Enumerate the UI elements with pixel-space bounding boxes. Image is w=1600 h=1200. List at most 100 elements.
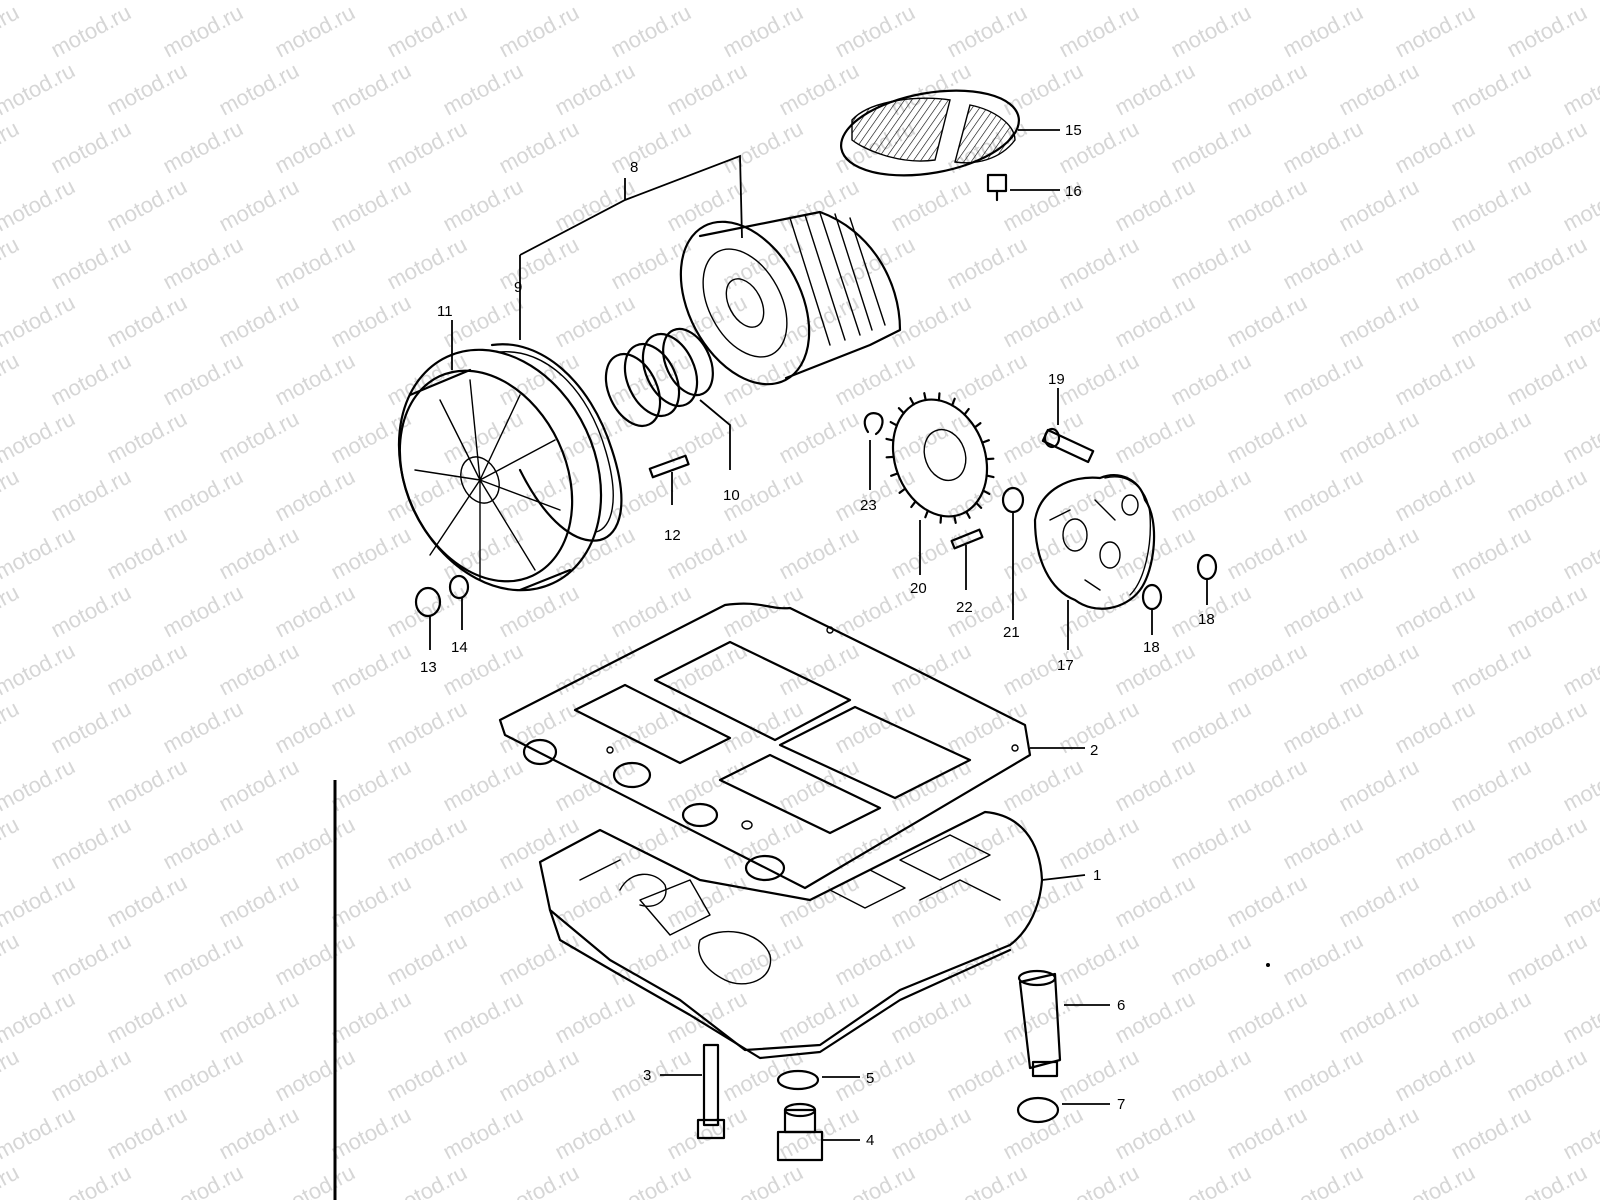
watermark-text: motod.ru (0, 870, 79, 933)
watermark-text: motod.ru (0, 986, 79, 1049)
callout-16: 16 (1065, 183, 1082, 200)
watermark-text: motod.ru (47, 928, 135, 991)
watermark-text: motod.ru (887, 522, 975, 585)
watermark-text: motod.ru (1223, 638, 1311, 701)
watermark-text: motod.ru (495, 928, 583, 991)
oil-pump-sprocket (885, 392, 995, 524)
watermark-text: motod.ru (1055, 1160, 1143, 1200)
callout-14: 14 (451, 639, 468, 656)
watermark-text: motod.ru (47, 348, 135, 411)
watermark-text: motod.ru (831, 464, 919, 527)
watermark-text: motod.ru (327, 58, 415, 121)
watermark-text: motod.ru (103, 290, 191, 353)
watermark-text: motod.ru (0, 638, 79, 701)
watermark-text: motod.ru (271, 928, 359, 991)
watermark-text: motod.ru (887, 986, 975, 1049)
watermark-text: motod.ru (495, 232, 583, 295)
circlip-23 (863, 412, 884, 436)
watermark-text: motod.ru (439, 58, 527, 121)
watermark-text: motod.ru (1335, 58, 1423, 121)
callout-11: 11 (437, 303, 453, 320)
watermark-text: motod.ru (943, 0, 1031, 62)
oil-strainer (839, 89, 1021, 177)
watermark-text: motod.ru (831, 580, 919, 643)
watermark-text: motod.ru (1447, 290, 1535, 353)
watermark-text: motod.ru (1391, 348, 1479, 411)
watermark-text: motod.ru (719, 928, 807, 991)
callout-2: 2 (1090, 742, 1098, 759)
watermark-text: motod.ru (103, 522, 191, 585)
watermark-text: motod.ru (943, 232, 1031, 295)
watermark-text: motod.ru (439, 870, 527, 933)
watermark-text: motod.ru (943, 348, 1031, 411)
watermark-text: motod.ru (551, 1102, 639, 1165)
watermark-text: motod.ru (551, 986, 639, 1049)
sprocket-tooth (982, 489, 991, 496)
watermark-text: motod.ru (887, 1102, 975, 1165)
watermark-text: motod.ru (607, 812, 695, 875)
watermark-text: motod.ru (383, 232, 471, 295)
watermark-text: motod.ru (1559, 638, 1600, 701)
watermark-text: motod.ru (887, 638, 975, 701)
watermark-text: motod.ru (215, 406, 303, 469)
watermark-text: motod.ru (0, 1044, 23, 1107)
watermark-text: motod.ru (495, 116, 583, 179)
drain-plug (776, 1102, 824, 1162)
watermark-text: motod.ru (1503, 580, 1591, 643)
watermark-text: motod.ru (1055, 348, 1143, 411)
watermark-text: motod.ru (103, 1102, 191, 1165)
watermark-text: motod.ru (999, 638, 1087, 701)
watermark-text: motod.ru (663, 290, 751, 353)
watermark-text: motod.ru (551, 290, 639, 353)
watermark-text: motod.ru (47, 580, 135, 643)
watermark-text: motod.ru (327, 290, 415, 353)
watermark-text: motod.ru (47, 1160, 135, 1200)
watermark-text: motod.ru (1335, 522, 1423, 585)
watermark-text: motod.ru (775, 58, 863, 121)
watermark-text: motod.ru (887, 174, 975, 237)
pin-12 (648, 454, 690, 479)
watermark-text: motod.ru (327, 870, 415, 933)
watermark-text: motod.ru (607, 0, 695, 62)
watermark-text: motod.ru (0, 522, 79, 585)
watermark-text: motod.ru (719, 1044, 807, 1107)
watermark-text: motod.ru (1335, 754, 1423, 817)
callout-8: 8 (630, 159, 638, 176)
sprocket-tooth (981, 439, 990, 444)
watermark-text: motod.ru (159, 1160, 247, 1200)
oil-filter-element (679, 210, 902, 386)
watermark-text: motod.ru (1559, 58, 1600, 121)
watermark-text: motod.ru (495, 812, 583, 875)
watermark-text: motod.ru (383, 116, 471, 179)
sprocket-tooth (953, 514, 957, 524)
watermark-text: motod.ru (271, 812, 359, 875)
watermark-text: motod.ru (0, 580, 23, 643)
watermark-text: motod.ru (1447, 58, 1535, 121)
callout-1: 1 (1093, 867, 1101, 884)
watermark-text: motod.ru (1223, 290, 1311, 353)
watermark-text: motod.ru (215, 754, 303, 817)
callout-10: 10 (723, 487, 740, 504)
watermark-text: motod.ru (215, 870, 303, 933)
watermark-text: motod.ru (1391, 464, 1479, 527)
callout-labels: 1 2 3 4 5 6 7 8 9 10 11 12 13 14 15 16 1… (420, 122, 1215, 1149)
watermark-text: motod.ru (1279, 0, 1367, 62)
watermark-text: motod.ru (159, 1044, 247, 1107)
watermark-text: motod.ru (1503, 0, 1591, 62)
watermark-text: motod.ru (1447, 638, 1535, 701)
watermark-text: motod.ru (383, 696, 471, 759)
watermark-text: motod.ru (999, 1102, 1087, 1165)
watermark-text: motod.ru (383, 1044, 471, 1107)
watermark-text: motod.ru (0, 348, 23, 411)
watermark-text: motod.ru (775, 290, 863, 353)
watermark-text: motod.ru (1447, 406, 1535, 469)
watermark-text: motod.ru (831, 348, 919, 411)
watermark-text: motod.ru (159, 0, 247, 62)
watermark-text: motod.ru (663, 870, 751, 933)
watermark-text: motod.ru (1111, 754, 1199, 817)
watermark-text: motod.ru (0, 812, 23, 875)
watermark-text: motod.ru (0, 928, 23, 991)
watermark-text: motod.ru (1559, 1102, 1600, 1165)
callout-17: 17 (1057, 657, 1074, 674)
watermark-text: motod.ru (831, 696, 919, 759)
